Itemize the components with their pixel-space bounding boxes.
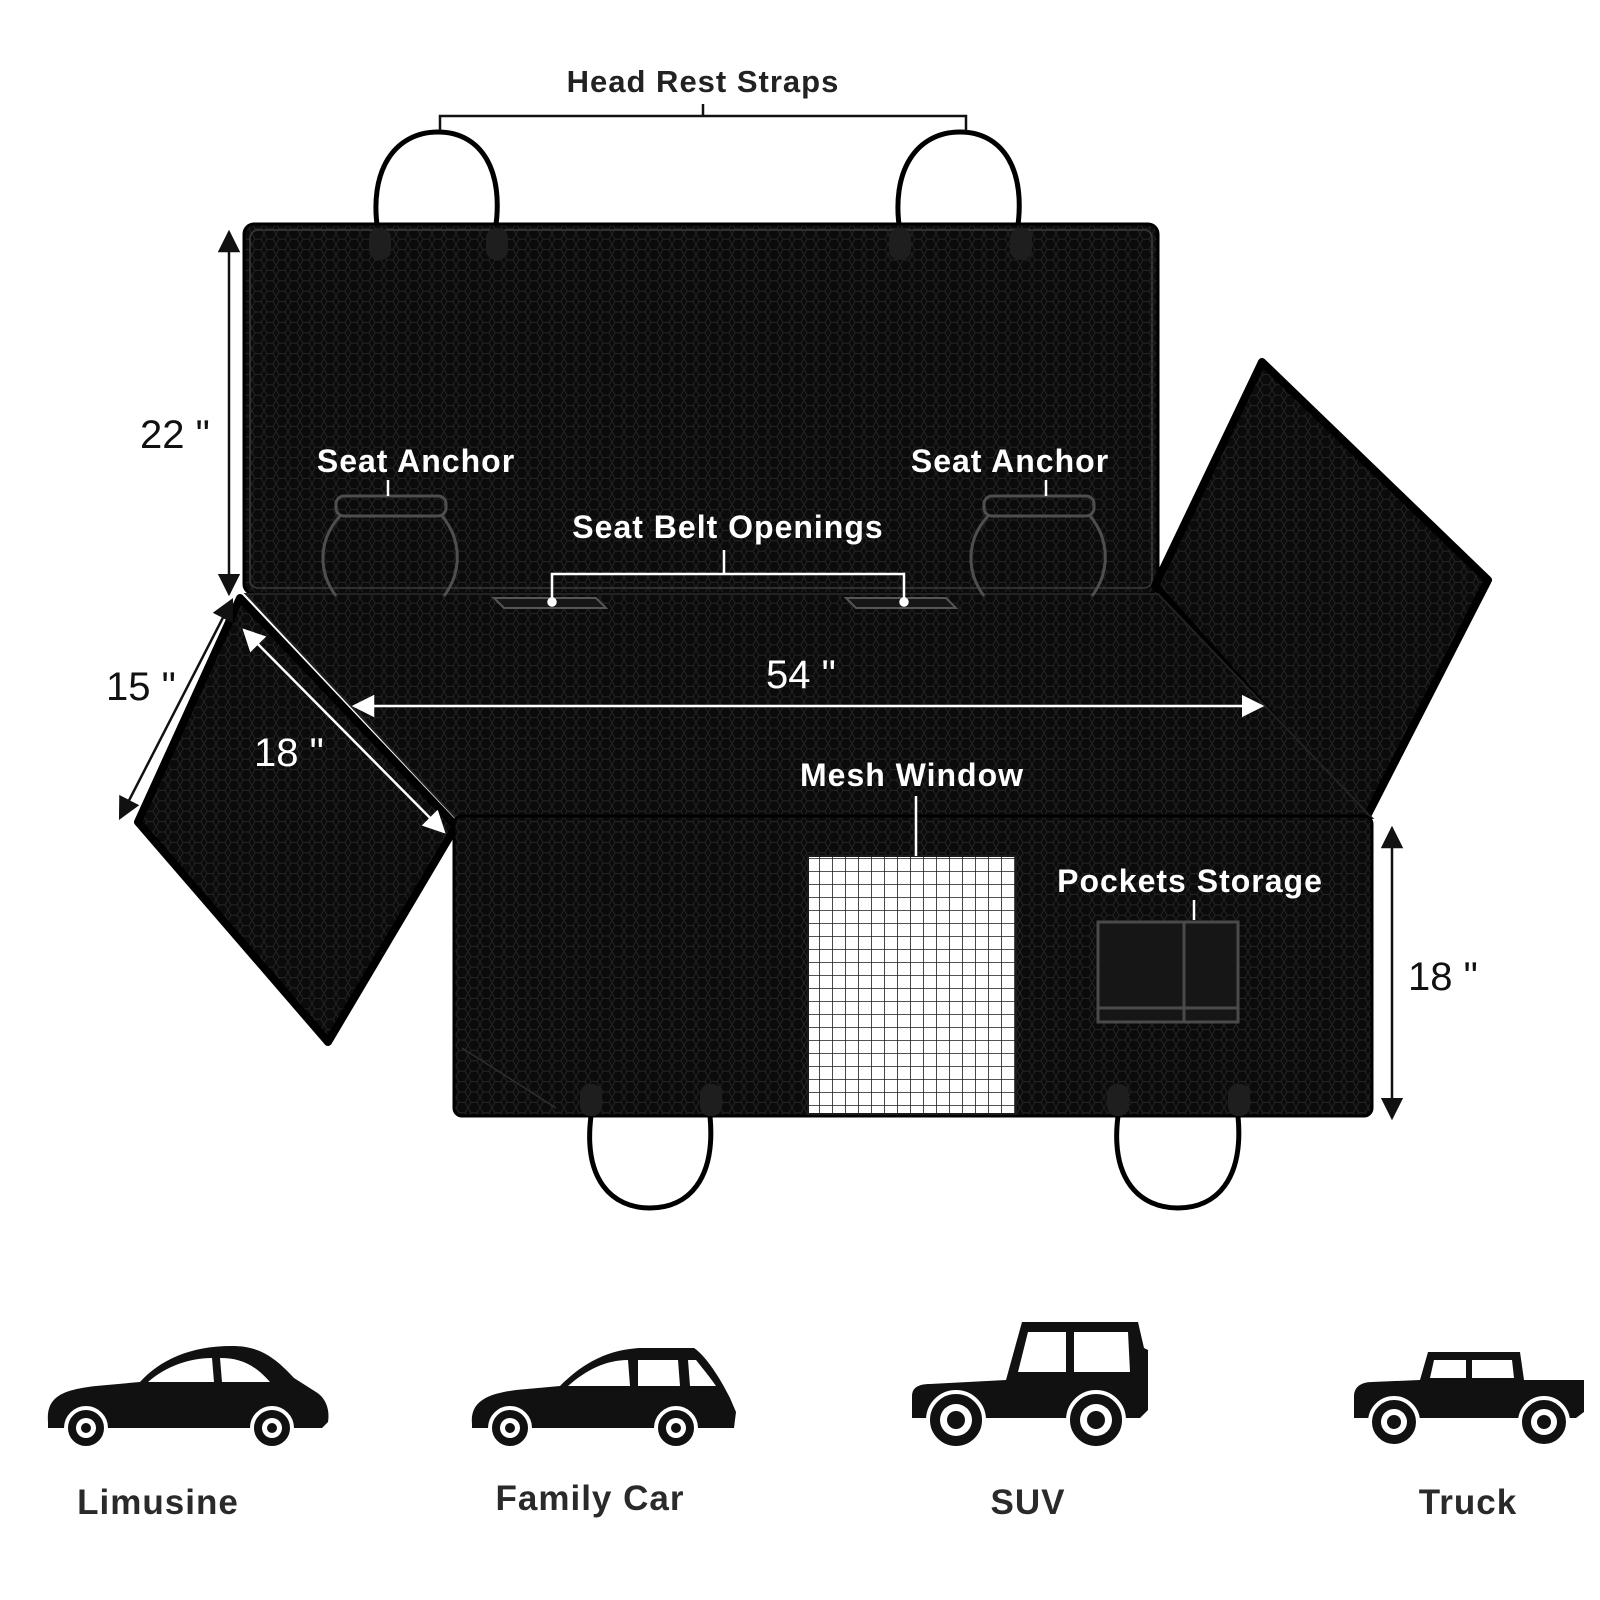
head-rest-strap-left — [373, 129, 500, 233]
wagon-icon — [471, 1348, 736, 1450]
back-panel-trim — [249, 229, 1153, 589]
suv-icon — [912, 1322, 1148, 1450]
flap-depth-value: 18 " — [254, 731, 324, 775]
vehicle-label-suv: SUV — [991, 1483, 1066, 1522]
pockets-storage-label: Pockets Storage — [1057, 863, 1323, 899]
flap-width-value: 15 " — [106, 665, 176, 709]
head-rest-straps-label: Head Rest Straps — [567, 64, 840, 99]
seat-width-value: 54 " — [766, 653, 836, 697]
dim-arrow-flap-depth — [242, 628, 446, 834]
seat-anchor-left-label: Seat Anchor — [317, 443, 515, 479]
dim-arrow-flap-width — [118, 597, 234, 821]
pickup-truck-icon — [1354, 1352, 1584, 1448]
seat-belt-openings-label: Seat Belt Openings — [572, 509, 883, 545]
anchor-leaders — [386, 480, 1048, 496]
seat-belt-openings-leader — [547, 550, 909, 607]
mesh-window-label: Mesh Window — [800, 757, 1024, 793]
head-rest-strap-right — [895, 129, 1022, 233]
bottom-strap-right — [1114, 1115, 1242, 1211]
back-height-value: 22 " — [140, 413, 210, 457]
head-rest-straps-bracket — [438, 104, 968, 130]
seat-anchor-right-label: Seat Anchor — [911, 443, 1109, 479]
vehicle-label-family-car: Family Car — [496, 1479, 685, 1518]
sedan-icon — [47, 1346, 329, 1450]
seat-anchor-left — [321, 494, 459, 597]
mesh-window — [807, 855, 1017, 1115]
front-panel-seam — [461, 1047, 557, 1109]
vehicle-label-truck: Truck — [1419, 1483, 1517, 1522]
strap-tabs-top — [369, 228, 1032, 260]
front-drop-value: 18 " — [1408, 955, 1478, 999]
vehicle-label-limusine: Limusine — [77, 1483, 239, 1522]
strap-tabs-bottom — [580, 1084, 1250, 1116]
storage-pockets — [1096, 920, 1240, 1024]
seat-anchor-right — [969, 494, 1107, 597]
bottom-strap-left — [587, 1115, 714, 1211]
